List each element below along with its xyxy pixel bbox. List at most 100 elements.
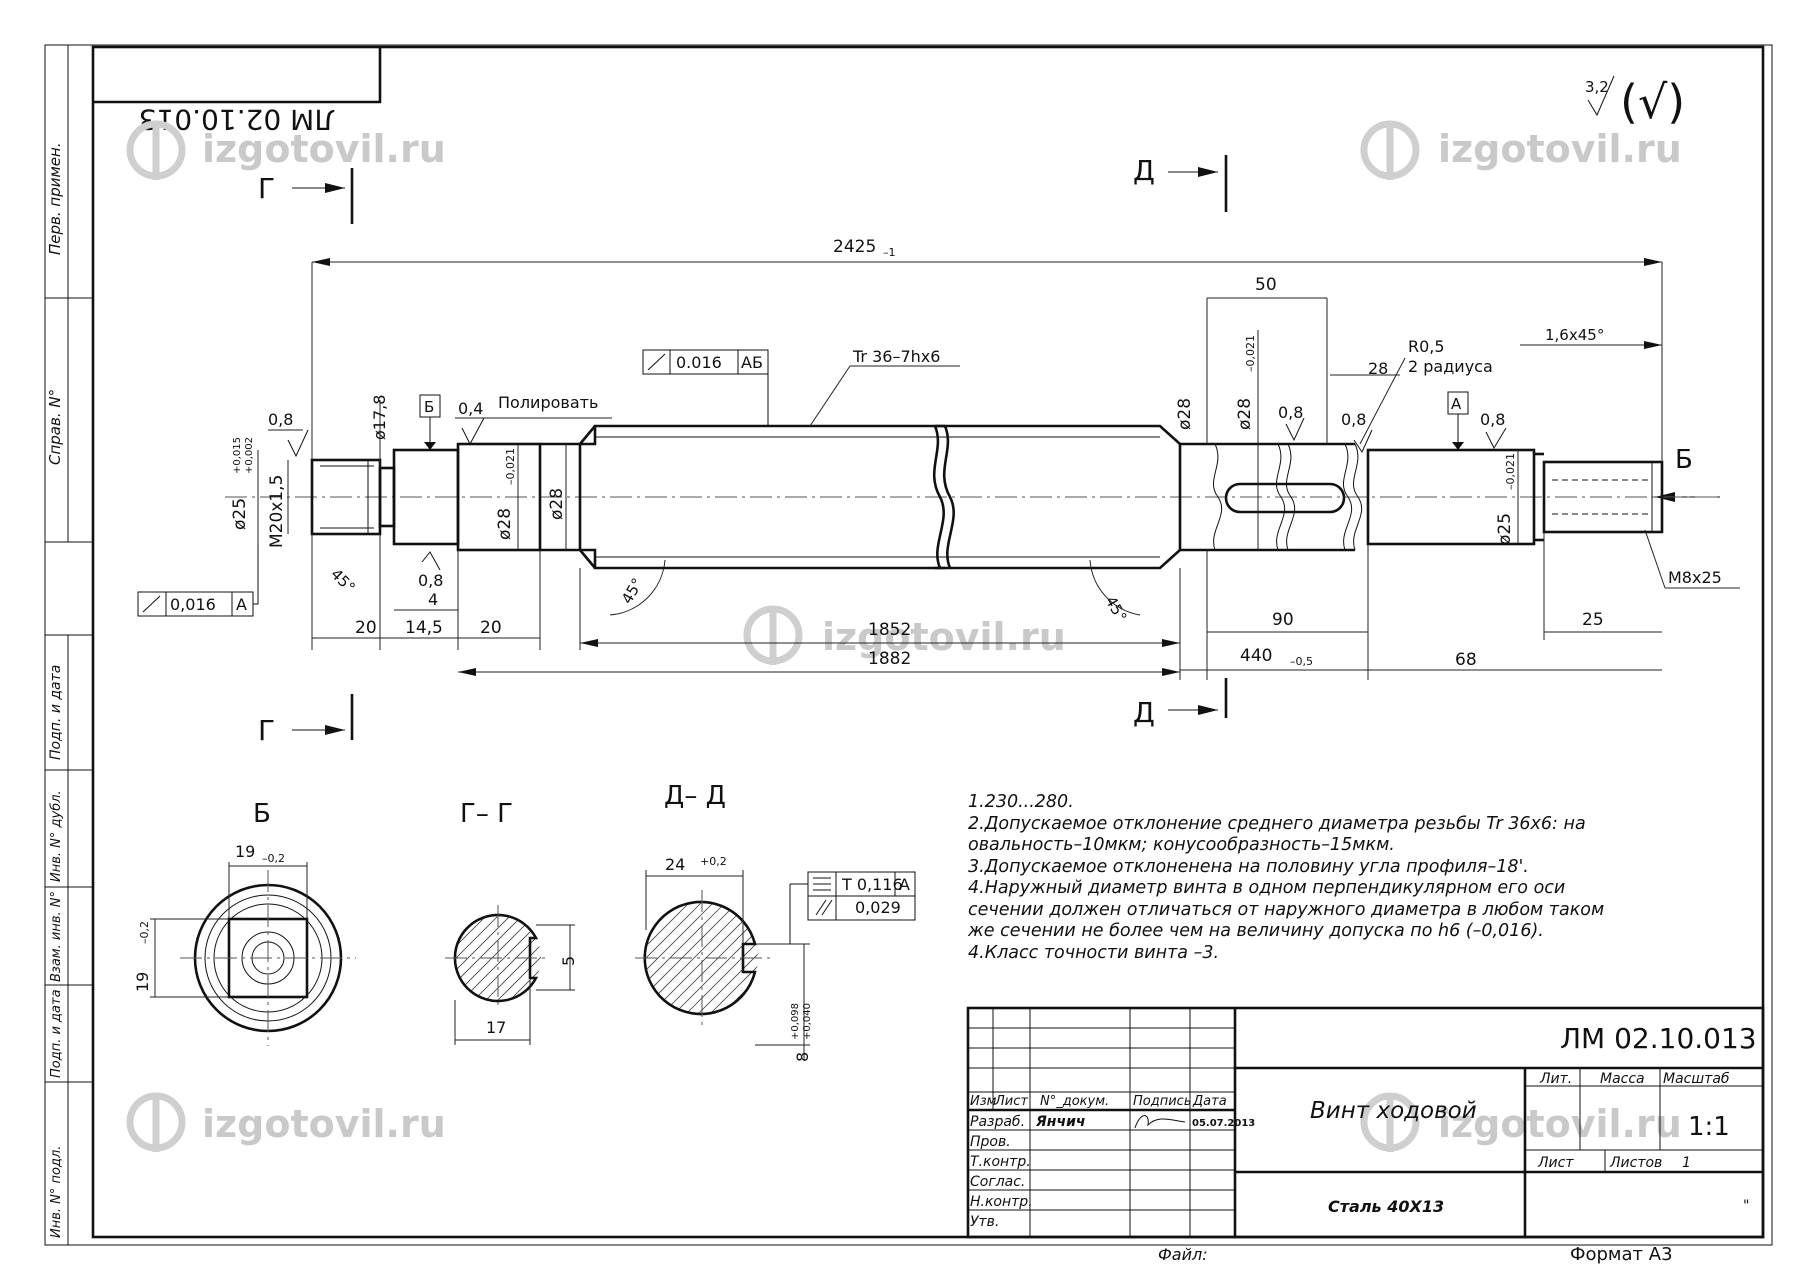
dim-d28-neck: ø28 — [1175, 398, 1195, 430]
hatch-line — [363, 913, 453, 1003]
roughness-08-right-journal: 0,8 — [1341, 410, 1366, 429]
note-line: сечении должен отличаться от наружного д… — [968, 899, 1605, 920]
general-roughness-mark: 3,2 (√) — [1585, 75, 1685, 129]
hatch-line — [755, 902, 758, 1014]
cut-d-bottom-label: Д — [1133, 696, 1155, 729]
tb-row-nkontr: Н.контр. — [970, 1194, 1033, 1210]
tb-file: Файл: — [1158, 1245, 1208, 1264]
dim-dd-24: 24 — [665, 855, 685, 874]
note-line: овальность–10мкм; конусообразность–15мкм… — [968, 835, 1395, 855]
watermark-text: izgotovil.ru — [202, 1102, 446, 1146]
runout-left-base: А — [236, 595, 247, 614]
dim-dd-24-tol: +0,2 — [700, 855, 727, 868]
tb-material: Сталь 40Х13 — [1328, 1197, 1444, 1216]
stamp-podp-data-1: Подп. и дата — [48, 665, 64, 760]
left-stamp-column: Перв. примен. Справ. N° Подп. и дата Инв… — [45, 45, 93, 1245]
roughness-08-right: 0,8 — [1480, 410, 1505, 429]
hatch-line — [455, 915, 490, 1001]
note-line: же сечении не более чем на величину допу… — [968, 921, 1544, 941]
cut-d-top-label: Д — [1133, 154, 1155, 187]
stamp-inv-podl: Инв. N° подл. — [49, 1146, 64, 1238]
dim-25: 25 — [1582, 610, 1604, 630]
dim-m8: M8x25 — [1668, 568, 1722, 587]
right-bearing-journal — [1366, 448, 1536, 546]
tb-lit: Лит. — [1539, 1071, 1572, 1087]
parallel-icon — [815, 899, 827, 916]
datum-a-label: А — [1451, 395, 1462, 413]
section-gg: Г– Г 5 17 — [363, 799, 578, 1045]
hatch-line — [506, 915, 541, 1001]
dim-d28-key-tol: –0,021 — [1244, 335, 1257, 372]
watermark-text: izgotovil.ru — [1438, 127, 1682, 171]
runout-top-value: 0.016 — [676, 353, 722, 372]
dim-68: 68 — [1455, 650, 1477, 670]
parallel-value: 0,029 — [855, 898, 901, 917]
tb-mark: " — [1743, 1198, 1749, 1214]
dim-gg-5: 5 — [559, 956, 578, 966]
watermark-text: izgotovil.ru — [202, 127, 446, 171]
roughness-08-left: 0,8 — [268, 410, 293, 429]
dim-4: 4 — [428, 590, 438, 609]
view-b: Б 19 –0,2 19 –0,2 — [133, 799, 356, 1046]
tb-scale: 1:1 — [1688, 1112, 1730, 1142]
stamp-sprav: Справ. N° — [46, 389, 64, 465]
dim-dd-8: 8 — [793, 1052, 812, 1062]
note-line: 1.230...280. — [968, 792, 1074, 812]
keyway-slot — [1224, 482, 1346, 514]
signature-icon — [1134, 1115, 1186, 1129]
roughness-04: 0,4 — [458, 399, 483, 418]
hatch-line — [646, 902, 717, 1014]
dim-d28-thread: ø28 — [547, 488, 567, 520]
dim-total-length: 2425 — [833, 237, 876, 257]
dim-d25-left: ø25 — [230, 498, 250, 530]
watermark-text: izgotovil.ru — [822, 615, 1066, 659]
dim-14-5: 14,5 — [405, 618, 443, 638]
tb-row-soglas: Соглас. — [970, 1174, 1025, 1190]
runout-frame-top: 0.016 АБ — [642, 349, 769, 426]
dim-dd-8-tol-lo: +0,040 — [802, 1003, 813, 1040]
watermark-logo-icon — [1360, 120, 1420, 180]
angle-thread-right: 45° — [1102, 593, 1131, 625]
view-b-title: Б — [253, 799, 271, 829]
cut-g-top-label: Г — [258, 172, 275, 205]
datum-a: А — [1447, 391, 1469, 450]
tolerance-frames: 0.016 АБ 0,016 А Б А — [137, 349, 1469, 617]
dim-440-tol: –0,5 — [1290, 655, 1313, 668]
dim-m20: M20x1,5 — [267, 475, 287, 548]
watermarks: izgotovil.ru izgotovil.ru izgotovil.ru i… — [126, 120, 1682, 1152]
watermark-logo-icon — [126, 1092, 186, 1152]
tb-sheet: Лист — [1537, 1155, 1574, 1171]
tb-row-tkontr: Т.контр. — [970, 1154, 1031, 1170]
runout-frame-left: 0,016 А — [137, 545, 259, 617]
dim-20-right: 20 — [480, 618, 502, 638]
dim-dd-8-tol-up: +0,098 — [790, 1003, 801, 1040]
polish-note: Полировать — [498, 393, 598, 412]
dim-d28-polished: ø28 — [495, 508, 515, 540]
symmetry-value: T 0,116 — [841, 875, 903, 894]
runout-arrow-icon — [647, 353, 666, 371]
thread-designation: Tr 36–7hx6 — [852, 347, 940, 366]
watermark-logo-icon — [743, 605, 803, 665]
section-gg-title: Г– Г — [460, 799, 513, 829]
break-line-right — [932, 425, 945, 569]
symmetry-base: А — [899, 875, 910, 894]
datum-b: Б — [419, 394, 441, 450]
tb-sheets: Листов — [1609, 1155, 1662, 1171]
dim-b-19-vert: 19 — [133, 972, 152, 992]
dim-d25-right: ø25 — [1495, 513, 1515, 545]
roughness-bracket-symbol: (√) — [1620, 75, 1685, 129]
tb-sheets-count: 1 — [1682, 1155, 1691, 1171]
dim-chamfer: 1,6x45° — [1545, 326, 1604, 344]
roughness-check-icon — [1587, 75, 1615, 117]
watermark-logo-icon — [1360, 1092, 1420, 1152]
title-block: ЛМ 02.10.013 Винт ходовой Сталь 40Х13 Из… — [966, 1006, 1765, 1265]
tb-head-date: Дата — [1192, 1094, 1227, 1109]
hatch-line — [494, 915, 541, 1001]
polished-journal — [456, 442, 542, 552]
note-line: 2.Допускаемое отклонение среднего диамет… — [968, 813, 1586, 834]
tb-head-doc: N°_докум. — [1040, 1094, 1109, 1109]
dim-20-left: 20 — [355, 618, 377, 638]
shaft-main-view — [225, 424, 1720, 570]
dim-b-19: 19 — [235, 842, 255, 861]
tb-row-utv: Утв. — [970, 1214, 999, 1230]
